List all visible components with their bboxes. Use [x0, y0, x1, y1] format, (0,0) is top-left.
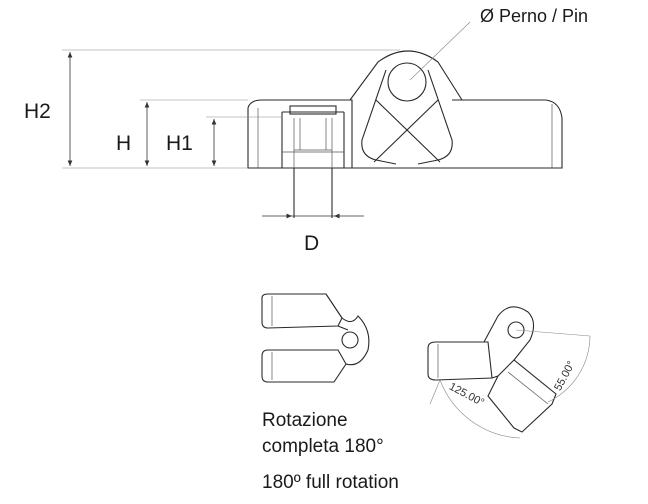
h2-label: H2 [24, 100, 51, 123]
d-label: D [304, 232, 319, 255]
angle-55-label: 55.00° [552, 359, 578, 393]
hinge-folded-view [261, 293, 370, 383]
hinge-side-view [247, 50, 563, 218]
caption-rotation-en: 180º full rotation [262, 472, 399, 493]
dimension-lines [62, 21, 471, 219]
pin-diameter-label: Ø Perno / Pin [480, 6, 588, 26]
h-label: H [116, 132, 131, 155]
caption-complete-it: completa 180° [262, 436, 384, 457]
hinge-rotated-view [427, 306, 591, 439]
angle-125-label: 125.00° [447, 381, 486, 409]
h1-label: H1 [166, 132, 193, 155]
caption-rotation-it: Rotazione [262, 410, 348, 431]
